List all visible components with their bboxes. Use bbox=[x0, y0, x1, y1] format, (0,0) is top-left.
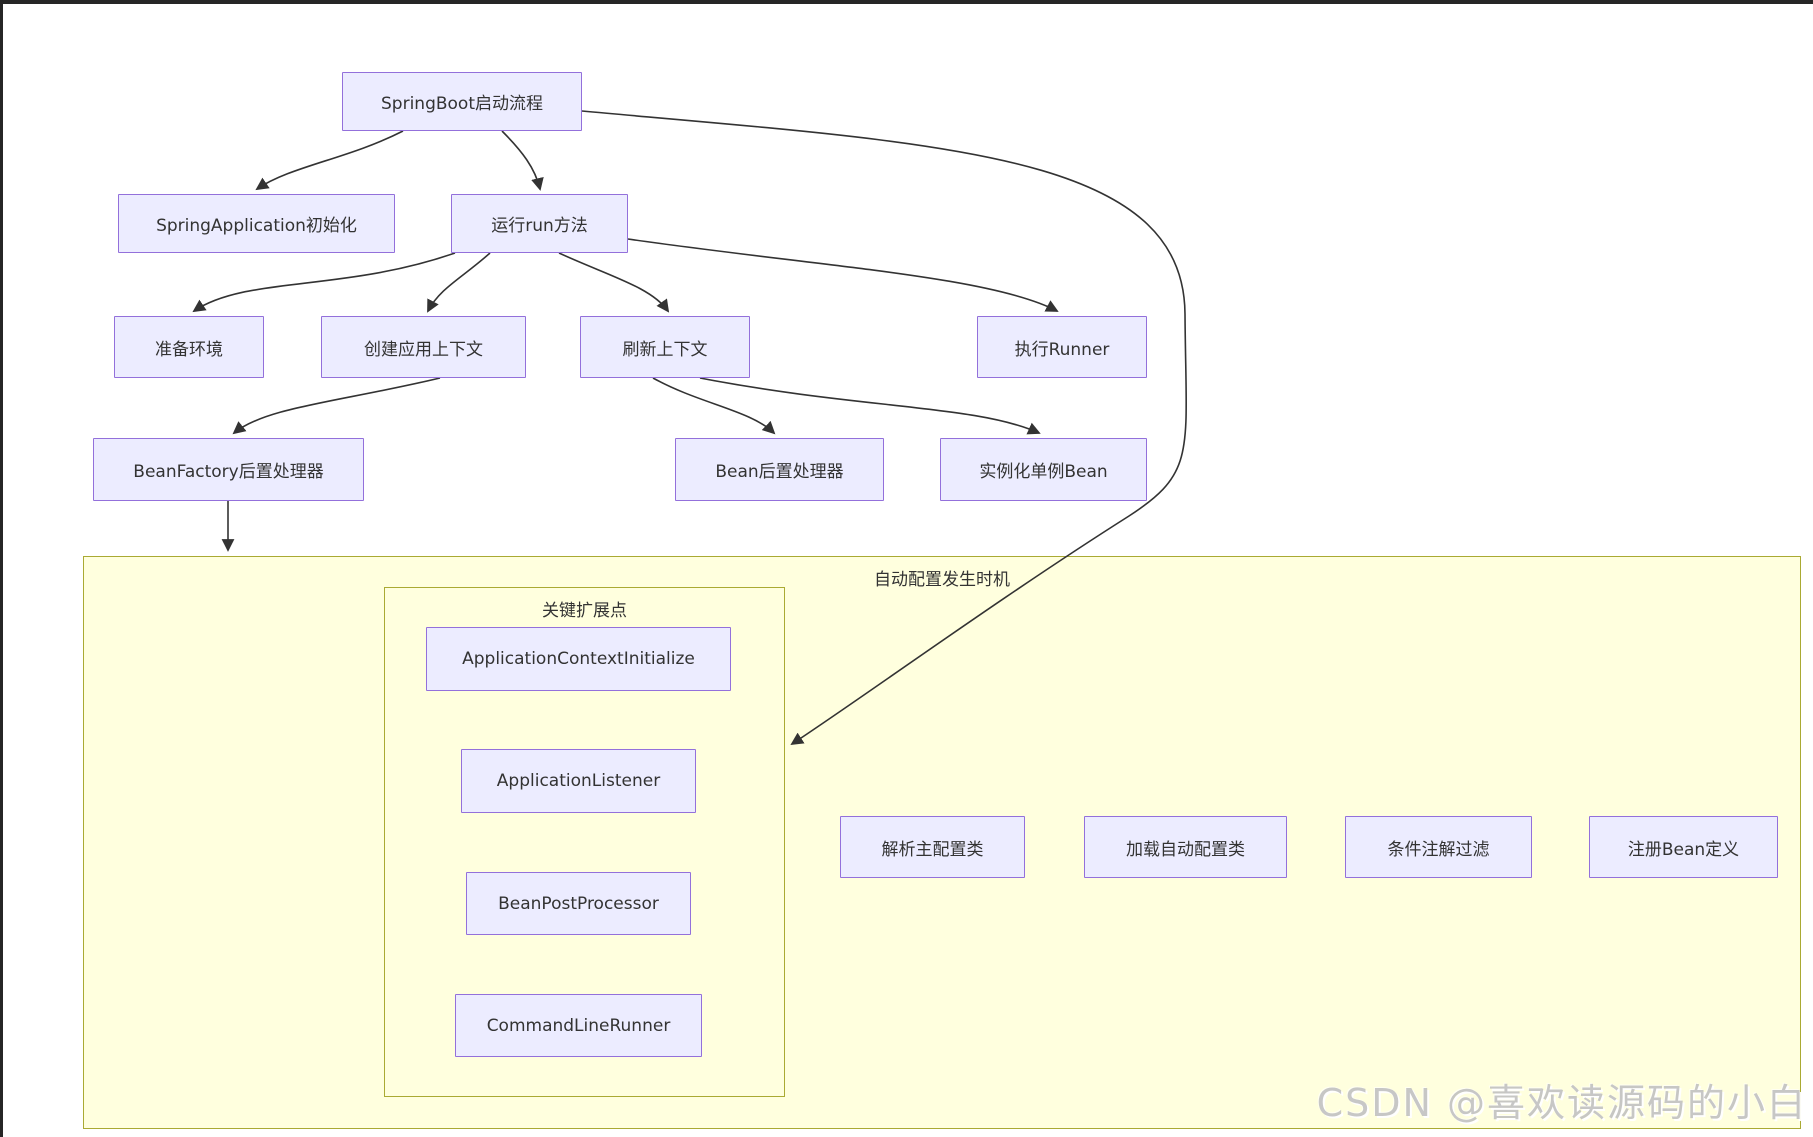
node-prepare-env: 准备环境 bbox=[114, 316, 264, 378]
node-refresh-context: 刷新上下文 bbox=[580, 316, 750, 378]
node-springapp-init: SpringApplication初始化 bbox=[118, 194, 395, 253]
node-execute-runner: 执行Runner bbox=[977, 316, 1147, 378]
node-application-listener: ApplicationListener bbox=[461, 749, 696, 813]
node-beanfactory-postprocessor: BeanFactory后置处理器 bbox=[93, 438, 364, 501]
edge-springboot-start-to-run-method bbox=[501, 130, 544, 191]
node-condition-filter: 条件注解过滤 bbox=[1345, 816, 1532, 878]
edge-run-method-to-create-context bbox=[427, 252, 491, 313]
node-run-method: 运行run方法 bbox=[451, 194, 628, 253]
node-commandline-runner: CommandLineRunner bbox=[455, 994, 702, 1057]
edge-springboot-start-to-springapp-init bbox=[255, 130, 404, 191]
node-beanpostprocessor-ext: BeanPostProcessor bbox=[466, 872, 691, 935]
node-parse-main-config: 解析主配置类 bbox=[840, 816, 1025, 878]
node-create-context: 创建应用上下文 bbox=[321, 316, 526, 378]
node-instantiate-singleton-bean: 实例化单例Bean bbox=[940, 438, 1147, 501]
edge-run-method-to-execute-runner bbox=[627, 238, 1059, 312]
edge-create-context-to-beanfactory-postprocessor bbox=[232, 377, 441, 435]
node-application-context-initialize: ApplicationContextInitialize bbox=[426, 627, 731, 691]
edge-run-method-to-prepare-env bbox=[192, 252, 456, 313]
node-load-auto-config: 加载自动配置类 bbox=[1084, 816, 1287, 878]
edge-refresh-context-to-instantiate-singleton-bean bbox=[699, 377, 1041, 435]
node-bean-postprocessor: Bean后置处理器 bbox=[675, 438, 884, 501]
edge-run-method-to-refresh-context bbox=[558, 252, 670, 313]
subgraph-title-key-extension-points: 关键扩展点 bbox=[542, 601, 627, 621]
subgraph-title-auto-config-timing: 自动配置发生时机 bbox=[874, 570, 1010, 590]
node-register-bean-def: 注册Bean定义 bbox=[1589, 816, 1778, 878]
csdn-watermark: CSDN @喜欢读源码的小白 bbox=[1316, 1081, 1807, 1125]
edge-refresh-context-to-bean-postprocessor bbox=[652, 377, 776, 435]
node-springboot-start: SpringBoot启动流程 bbox=[342, 72, 582, 131]
